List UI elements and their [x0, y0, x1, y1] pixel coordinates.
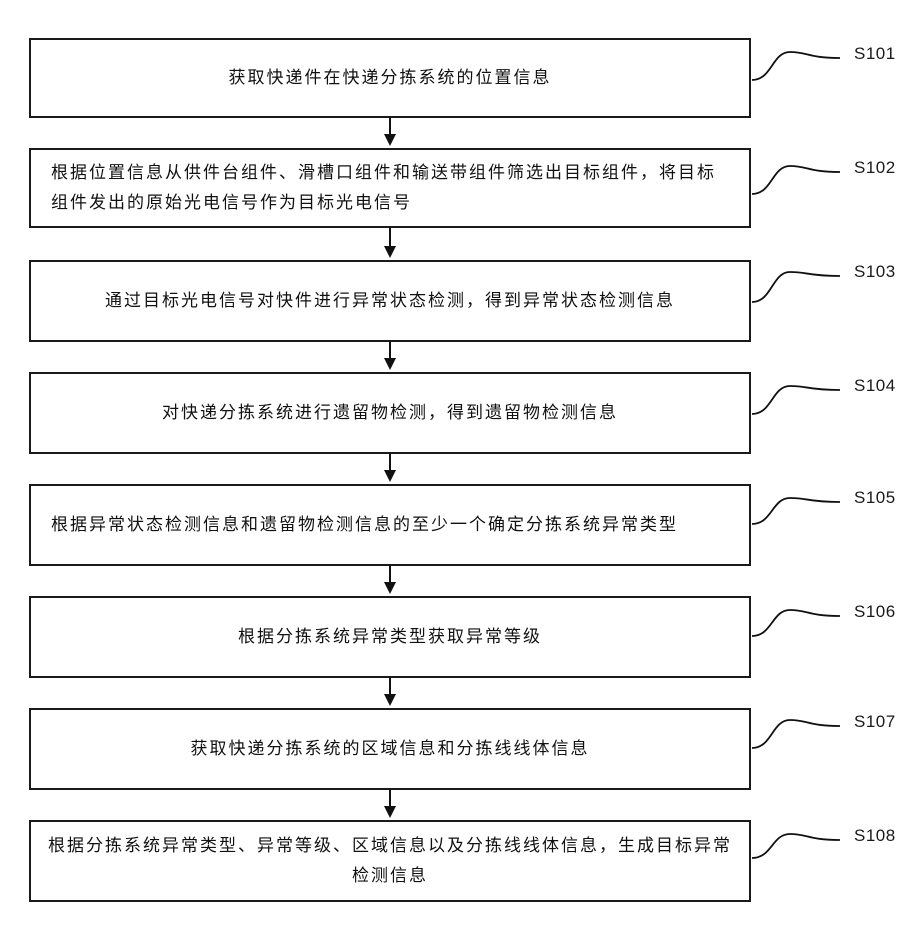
- step-label-s103: S103: [854, 262, 896, 282]
- leader-s104: [752, 386, 840, 414]
- step-text-s104: 对快递分拣系统进行遗留物检测，得到遗留物检测信息: [162, 398, 618, 428]
- leader-s105: [752, 498, 840, 524]
- step-text-s107: 获取快递分拣系统的区域信息和分拣线线体信息: [191, 734, 590, 764]
- arrow-head-s105-s106: [384, 582, 396, 594]
- step-text-s103: 通过目标光电信号对快件进行异常状态检测，得到异常状态检测信息: [105, 286, 675, 316]
- step-text-s108: 根据分拣系统异常类型、异常等级、区域信息以及分拣线线体信息，生成目标异常检测信息: [47, 831, 733, 891]
- leader-s106: [752, 610, 840, 636]
- step-box-s102: 根据位置信息从供件台组件、滑槽口组件和输送带组件筛选出目标组件，将目标组件发出的…: [29, 148, 751, 228]
- step-label-s108: S108: [854, 826, 896, 846]
- step-box-s104: 对快递分拣系统进行遗留物检测，得到遗留物检测信息: [29, 372, 751, 454]
- step-text-s101: 获取快递件在快递分拣系统的位置信息: [229, 63, 552, 93]
- arrow-head-s102-s103: [384, 246, 396, 258]
- step-label-s105: S105: [854, 488, 896, 508]
- step-label-s102: S102: [854, 158, 896, 178]
- step-text-s105: 根据异常状态检测信息和遗留物检测信息的至少一个确定分拣系统异常类型: [51, 510, 678, 540]
- step-box-s103: 通过目标光电信号对快件进行异常状态检测，得到异常状态检测信息: [29, 260, 751, 342]
- step-label-s104: S104: [854, 376, 896, 396]
- step-label-s107: S107: [854, 712, 896, 732]
- leader-s107: [752, 720, 840, 748]
- arrow-head-s103-s104: [384, 358, 396, 370]
- step-box-s105: 根据异常状态检测信息和遗留物检测信息的至少一个确定分拣系统异常类型: [29, 484, 751, 566]
- label-leaders: [752, 52, 840, 858]
- step-box-s107: 获取快递分拣系统的区域信息和分拣线线体信息: [29, 708, 751, 790]
- arrow-head-s106-s107: [384, 694, 396, 706]
- step-label-s106: S106: [854, 602, 896, 622]
- arrow-head-s107-s108: [384, 806, 396, 818]
- step-box-s101: 获取快递件在快递分拣系统的位置信息: [29, 38, 751, 118]
- arrow-head-s101-s102: [384, 134, 396, 146]
- step-label-s101: S101: [854, 44, 896, 64]
- leader-s101: [752, 52, 840, 80]
- step-text-s106: 根据分拣系统异常类型获取异常等级: [238, 622, 542, 652]
- step-box-s108: 根据分拣系统异常类型、异常等级、区域信息以及分拣线线体信息，生成目标异常检测信息: [29, 820, 751, 902]
- leader-s102: [752, 166, 840, 194]
- leader-s108: [752, 834, 840, 858]
- leader-s103: [752, 272, 840, 302]
- arrow-head-s104-s105: [384, 470, 396, 482]
- step-text-s102: 根据位置信息从供件台组件、滑槽口组件和输送带组件筛选出目标组件，将目标组件发出的…: [51, 158, 733, 218]
- step-box-s106: 根据分拣系统异常类型获取异常等级: [29, 596, 751, 678]
